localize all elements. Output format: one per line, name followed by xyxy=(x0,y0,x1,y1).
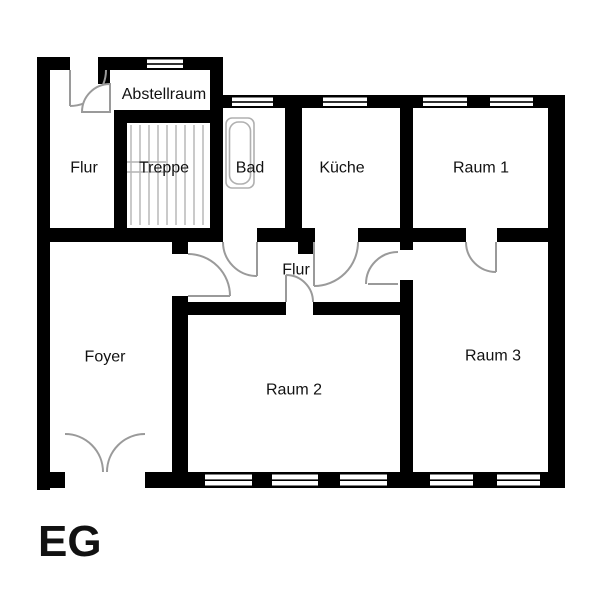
wall-foyer-stub xyxy=(172,242,188,254)
bathtub-icon xyxy=(225,117,255,189)
window-bad-mullion xyxy=(232,101,273,103)
door-foyer-flur xyxy=(187,253,231,297)
door-bad xyxy=(222,241,258,277)
wall-exterior-left xyxy=(37,57,50,490)
opening-kueche-door xyxy=(315,226,358,244)
opening-entrance-main xyxy=(65,470,145,490)
wall-kueche-raum1 xyxy=(400,95,413,242)
wall-flur-horizontal xyxy=(37,228,548,242)
room-label-foyer: Foyer xyxy=(85,349,127,366)
door-flur-raum3 xyxy=(365,251,399,285)
wall-exterior-top-main xyxy=(210,95,565,108)
door-entrance-double-right xyxy=(106,433,146,473)
room-label-flur-oben: Flur xyxy=(70,160,98,177)
wall-stairwell-right xyxy=(210,57,223,242)
room-label-raum2: Raum 2 xyxy=(266,382,322,399)
opening-raum2-door xyxy=(286,300,313,317)
door-raum1 xyxy=(465,241,497,273)
opening-foyer-door xyxy=(170,254,190,296)
room-labels: Abstellraum Flur Treppe Bad Küche Raum 1… xyxy=(70,86,521,399)
window-raum3-a-mullion xyxy=(430,479,473,481)
opening-raum1-door xyxy=(466,226,497,244)
window-raum1-b-mullion xyxy=(490,101,533,103)
wall-kueche-door-nub xyxy=(298,242,315,254)
door-entrance-double-left xyxy=(64,433,104,473)
room-label-abstellraum: Abstellraum xyxy=(122,86,206,103)
wall-exterior-topleft-a xyxy=(37,57,70,70)
stairs-icon xyxy=(127,125,204,225)
window-raum1-a-mullion xyxy=(423,101,467,103)
room-label-flur-mitte: Flur xyxy=(282,262,310,279)
room-label-bad: Bad xyxy=(236,160,264,177)
opening-entrance-top xyxy=(70,55,98,72)
window-kueche-mullion xyxy=(323,101,367,103)
window-raum2-b-mullion xyxy=(272,479,318,481)
floor-label: EG xyxy=(38,517,102,566)
windows xyxy=(147,59,540,486)
door-openings xyxy=(65,55,497,490)
stair-treads xyxy=(130,125,204,225)
window-raum2-c-mullion xyxy=(340,479,387,481)
wall-bad-kueche xyxy=(285,108,302,228)
opening-raum3-door xyxy=(398,250,415,280)
door-raum2 xyxy=(285,274,314,303)
room-label-treppe: Treppe xyxy=(139,160,189,177)
wall-raum3-divider xyxy=(400,242,413,472)
window-abstellraum-mullion xyxy=(147,63,183,65)
door-kueche xyxy=(313,241,359,287)
door-abstellraum-leaf xyxy=(80,82,111,113)
room-label-kueche: Küche xyxy=(319,160,364,177)
doors xyxy=(64,69,497,473)
window-raum3-b-mullion xyxy=(497,479,540,481)
bathtub-inner xyxy=(228,121,252,185)
opening-bad-door xyxy=(223,226,257,244)
stair-walk-lines xyxy=(127,161,166,173)
wall-abstellraum-jamb xyxy=(98,70,110,84)
window-raum2-a-mullion xyxy=(205,479,252,481)
room-label-raum3: Raum 3 xyxy=(465,348,521,365)
wall-treppe-top xyxy=(114,110,223,123)
room-label-raum1: Raum 1 xyxy=(453,160,509,177)
wall-treppe-left xyxy=(114,110,127,242)
wall-foyer-divider xyxy=(172,296,188,472)
walls xyxy=(37,57,565,490)
wall-exterior-right xyxy=(548,95,565,488)
